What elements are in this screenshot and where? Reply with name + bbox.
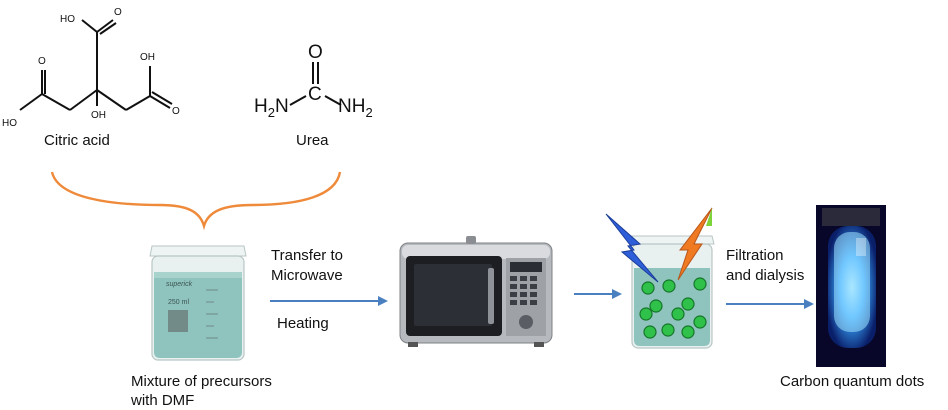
bolt-tip [706, 208, 712, 226]
beaker-brand: superick [166, 281, 193, 288]
citric-group-o-top: O [114, 7, 122, 18]
citric-group-ho-left: HO [2, 118, 17, 129]
beaker-volume: 250 ml [168, 299, 189, 306]
urea-structure [289, 62, 342, 106]
citric-group-oh-right-top: OH [140, 52, 155, 63]
urea-label: Urea [296, 132, 329, 149]
urea-right-amine: NH2 [338, 96, 373, 120]
combine-brace [50, 171, 342, 231]
quantum-dot-particles [639, 277, 707, 339]
arrow-to-product [726, 299, 814, 309]
urea-left-amine: H2N [254, 96, 289, 120]
transfer-label-line2: Microwave [271, 267, 343, 284]
orange-lightning-bolt [677, 207, 713, 281]
filtration-label-line2: and dialysis [726, 267, 805, 284]
microwave-oven [399, 236, 553, 347]
citric-group-ho-top: HO [60, 14, 75, 25]
precursor-beaker [149, 245, 247, 361]
arrow-to-microwave [270, 296, 388, 306]
citric-group-o-right: O [172, 106, 180, 117]
mixture-label-line2: with DMF [131, 392, 195, 409]
urea-oxygen: O [308, 42, 323, 63]
urea-carbon: C [308, 84, 322, 105]
citric-group-o-left: O [38, 56, 46, 67]
carbon-quantum-dots-label: Carbon quantum dots [780, 373, 925, 390]
blue-lightning-bolt [605, 213, 659, 283]
filtration-label-line1: Filtration [726, 247, 784, 264]
transfer-label-line1: Transfer to [271, 247, 343, 264]
glowing-vial [816, 205, 886, 367]
arrow-to-reaction [574, 289, 622, 299]
mixture-label-line1: Mixture of precursors [131, 373, 272, 390]
heating-label: Heating [277, 315, 329, 332]
citric-acid-structure [19, 19, 173, 111]
citric-group-oh-center: OH [91, 110, 106, 121]
citric-acid-label: Citric acid [44, 132, 110, 149]
